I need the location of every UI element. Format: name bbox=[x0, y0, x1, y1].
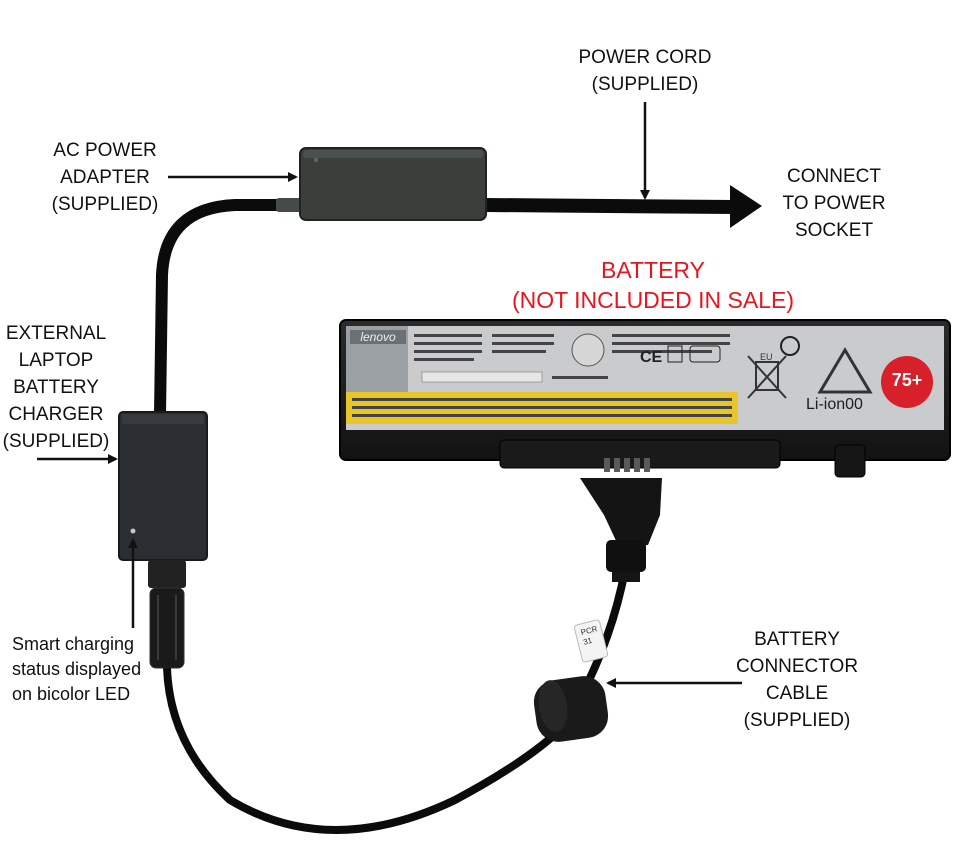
svg-text:CE: CE bbox=[640, 349, 663, 366]
label-power-cord: POWER CORD (SUPPLIED) bbox=[578, 47, 712, 95]
battery-chemistry-text: Li-ion00 bbox=[806, 396, 863, 413]
bicolor-led bbox=[130, 528, 136, 534]
label-battery: BATTERY (NOT INCLUDED IN SALE) bbox=[511, 257, 794, 313]
label-connector-cable: BATTERY CONNECTOR CABLE (SUPPLIED) bbox=[735, 629, 859, 731]
power-cord bbox=[484, 185, 762, 228]
battery-eu-mark: EU bbox=[760, 352, 773, 362]
power-cord-arrowhead bbox=[730, 185, 762, 228]
recycle-seal bbox=[571, 333, 605, 367]
battery-connector-head bbox=[580, 478, 662, 582]
cable-tag bbox=[573, 619, 609, 663]
label-charger: EXTERNAL LAPTOP BATTERY CHARGER (SUPPLIE… bbox=[2, 323, 110, 452]
label-connect-socket: CONNECT TO POWER SOCKET bbox=[782, 166, 886, 241]
label-led: Smart charging status displayed on bicol… bbox=[12, 634, 142, 704]
battery-badge-text: 75+ bbox=[891, 370, 923, 390]
charger-output-plug bbox=[148, 560, 186, 669]
pointer-arrows bbox=[37, 102, 742, 688]
adapter-to-charger-cable bbox=[154, 199, 300, 416]
battery-brand-text: lenovo bbox=[350, 330, 406, 344]
ferrite-core bbox=[533, 676, 609, 742]
adapter-cable-strain-relief bbox=[276, 198, 304, 212]
external-charger-box bbox=[118, 411, 208, 561]
battery-badge-circle bbox=[881, 356, 933, 408]
battery-pack: CE bbox=[339, 319, 951, 478]
ac-adapter-brick bbox=[299, 147, 487, 221]
label-ac-adapter: AC POWER ADAPTER (SUPPLIED) bbox=[51, 140, 159, 215]
